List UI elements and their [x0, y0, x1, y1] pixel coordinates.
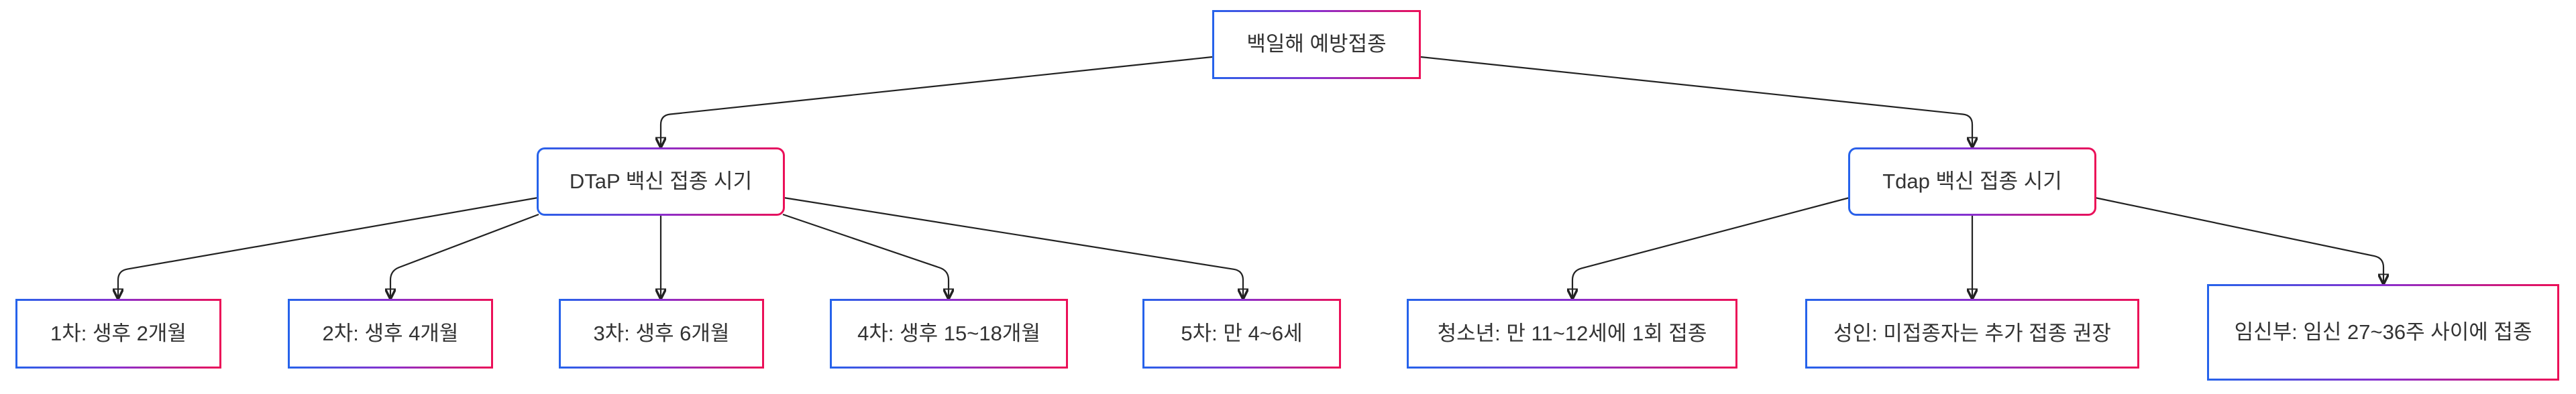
node-dtap-label: DTaP 백신 접종 시기: [539, 149, 783, 214]
node-tdap-adult-label: 성인: 미접종자는 추가 접종 권장: [1807, 301, 2137, 367]
node-tdap-pregnant: 임신부: 임신 27~36주 사이에 접종: [2207, 284, 2559, 381]
node-tdap-adolescent: 청소년: 만 11~12세에 1회 접종: [1407, 299, 1737, 369]
node-dtap-dose4: 4차: 생후 15~18개월: [830, 299, 1068, 369]
edge-dtap-to-dose4: [782, 213, 949, 298]
node-dtap-dose1-label: 1차: 생후 2개월: [17, 301, 219, 367]
node-dtap-dose4-label: 4차: 생후 15~18개월: [832, 301, 1066, 367]
node-dtap-dose2: 2차: 생후 4개월: [288, 299, 493, 369]
edge-root-to-dtap: [661, 56, 1213, 147]
edge-root-to-tdap: [1420, 56, 1972, 147]
edge-dtap-to-dose1: [118, 196, 539, 298]
node-dtap-dose5: 5차: 만 4~6세: [1142, 299, 1341, 369]
node-tdap-pregnant-label: 임신부: 임신 27~36주 사이에 접종: [2209, 286, 2557, 379]
edge-tdap-to-pregnant: [2094, 196, 2383, 283]
node-dtap-dose3: 3차: 생후 6개월: [559, 299, 764, 369]
node-tdap-label: Tdap 백신 접종 시기: [1850, 149, 2094, 214]
node-tdap-schedule: Tdap 백신 접종 시기: [1848, 147, 2096, 216]
node-root-label: 백일해 예방접종: [1214, 12, 1419, 77]
edge-dtap-to-dose5: [783, 196, 1243, 298]
node-dtap-dose5-label: 5차: 만 4~6세: [1144, 301, 1339, 367]
node-tdap-adolescent-label: 청소년: 만 11~12세에 1회 접종: [1409, 301, 1735, 367]
node-tdap-adult: 성인: 미접종자는 추가 접종 권장: [1805, 299, 2139, 369]
node-dtap-dose2-label: 2차: 생후 4개월: [290, 301, 491, 367]
node-dtap-dose3-label: 3차: 생후 6개월: [561, 301, 762, 367]
node-dtap-schedule: DTaP 백신 접종 시기: [537, 147, 785, 216]
node-dtap-dose1: 1차: 생후 2개월: [15, 299, 221, 369]
edge-tdap-to-adolescent: [1572, 196, 1850, 298]
edge-dtap-to-dose2: [390, 213, 539, 298]
node-root: 백일해 예방접종: [1212, 10, 1421, 79]
